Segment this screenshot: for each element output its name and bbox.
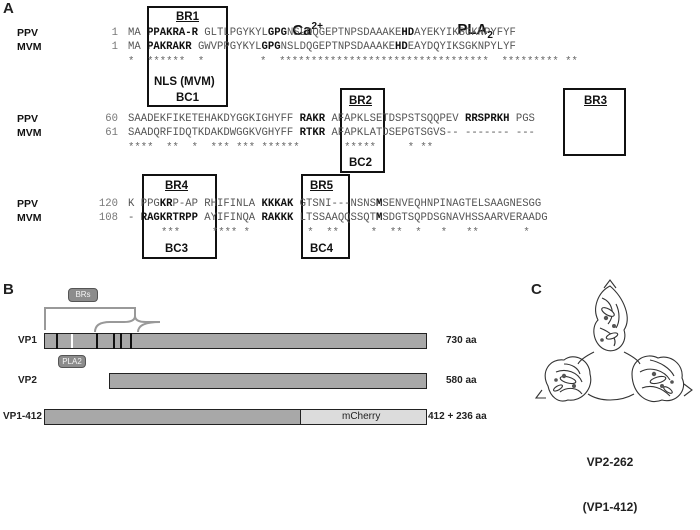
br2-bc2-box <box>340 88 385 173</box>
structure-caption: VP2-262 (VP1-412) <box>575 425 645 530</box>
block3-mvm-num: 108 <box>98 212 118 224</box>
pla2-header: PLA2 <box>457 21 493 41</box>
block3-ppv-num: 120 <box>98 198 118 210</box>
vp1-bar <box>44 333 427 349</box>
calcium-header: Ca2+ <box>292 21 323 39</box>
br4-label: BR4 <box>165 180 189 192</box>
br-marker <box>56 333 58 349</box>
structure-caption-line1: VP2-262 <box>586 455 634 469</box>
structure-caption-line2: (VP1-412) <box>582 500 638 514</box>
mcherry-bar <box>300 409 427 425</box>
bc2-label: BC2 <box>349 157 373 169</box>
br3-box <box>563 88 626 156</box>
block2-ppv-num: 60 <box>105 113 118 125</box>
panel-a-label: A <box>3 0 14 17</box>
br-marker <box>113 333 115 349</box>
block1-ppv-num: 1 <box>111 27 118 39</box>
nls-label: NLS (MVM) <box>154 76 215 88</box>
species-mvm: MVM <box>17 212 42 224</box>
br5-label: BR5 <box>310 180 334 192</box>
block1-mvm-seq: MA PAKRAKR GWVPPGYKYLGPGNSLDQGEPTNPSDAAA… <box>128 41 516 53</box>
br1-label: BR1 <box>176 11 200 23</box>
br2-label: BR2 <box>349 95 373 107</box>
block3-conservation: *** **** * * ** * ** * * ** * <box>161 227 530 239</box>
br4-bc3-box <box>142 174 217 259</box>
bc4-label: BC4 <box>310 243 334 255</box>
bc3-label: BC3 <box>165 243 189 255</box>
brs-bracket <box>44 307 161 333</box>
vp1-label: VP1 <box>18 335 37 346</box>
block3-mvm-seq: - RAGKRTRPP AYIFINQA RAKKK LTSSAAQQSSQTM… <box>128 212 548 224</box>
br5-bc4-box <box>301 174 350 259</box>
brs-pill: BRs <box>68 288 98 302</box>
br1-bc1-box <box>147 6 228 107</box>
block2-mvm-num: 61 <box>105 127 118 139</box>
block2-conservation: **** ** * *** *** ****** ***** * ** <box>128 142 434 154</box>
vp2-bar <box>109 373 427 389</box>
block1-mvm-num: 1 <box>111 41 118 53</box>
block2-mvm-seq: SAADQRFIDQTKDAKDWGGKVGHYFF RTKR AFAPKLAT… <box>128 127 535 139</box>
pla2-pill: PLA2 <box>58 355 86 368</box>
block1-conservation-a: * ****** * <box>128 56 224 68</box>
species-ppv: PPV <box>17 27 39 39</box>
species-ppv: PPV <box>17 113 39 125</box>
br3-label: BR3 <box>584 95 608 107</box>
vp1-412-bar <box>44 409 301 425</box>
pla2-marker <box>71 334 73 348</box>
br-marker <box>96 333 98 349</box>
vp2-label: VP2 <box>18 375 37 386</box>
species-mvm: MVM <box>17 127 42 139</box>
block1-conservation-b: * ********************************* ****… <box>260 56 578 68</box>
bc1-label: BC1 <box>176 92 200 104</box>
species-ppv: PPV <box>17 198 39 210</box>
block3-ppv-seq: K PPGKRP-AP RHIFINLA KKKAK GTSNI---NSNSM… <box>128 198 542 210</box>
vp1-412-length: 412 + 236 aa <box>428 411 487 422</box>
mcherry-label: mCherry <box>342 411 381 422</box>
vp2-length: 580 aa <box>446 375 477 386</box>
br-marker <box>120 333 122 349</box>
vp2-trimer-structure <box>534 279 693 402</box>
vp1-412-label: VP1-412 <box>3 411 42 422</box>
br-marker <box>130 333 132 349</box>
block1-ppv-seq: MA PPAKRA-R GLTLPGYKYLGPGNSLDQGEPTNPSDAA… <box>128 27 516 39</box>
vp1-length: 730 aa <box>446 335 477 346</box>
block2-ppv-seq: SAADEKFIKETEHAKDYGGKIGHYFF RAKR AFAPKLSE… <box>128 113 535 125</box>
panel-c-label: C <box>531 281 542 298</box>
species-mvm: MVM <box>17 41 42 53</box>
panel-b-label: B <box>3 281 14 298</box>
